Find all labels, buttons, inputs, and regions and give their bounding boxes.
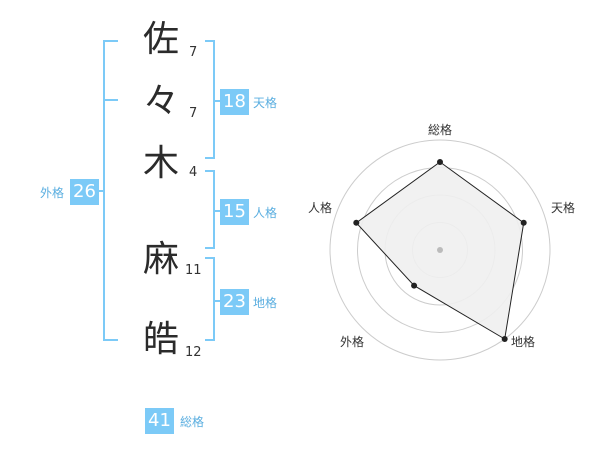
name-char-5: 皓 xyxy=(142,319,179,360)
name-char-2: 々 xyxy=(142,81,179,122)
radar-label-gaikaku: 外格 xyxy=(340,335,365,349)
gaikaku-label: 外格 xyxy=(40,186,65,200)
radar-center-dot xyxy=(437,247,443,253)
radar-point-0 xyxy=(437,159,443,165)
jinkaku-label: 人格 xyxy=(253,206,278,220)
gaikaku-badge: 26 xyxy=(70,179,99,205)
radar-ring-4 xyxy=(329,139,551,361)
tenkaku-label: 天格 xyxy=(253,96,278,110)
radar-label-tenkaku: 天格 xyxy=(551,201,576,215)
chikaku-label: 地格 xyxy=(253,296,278,310)
radar-point-2 xyxy=(501,336,508,342)
stroke-count-2: 7 xyxy=(189,106,198,121)
soukaku-badge: 41 xyxy=(145,408,174,434)
chikaku-badge: 23 xyxy=(220,289,249,315)
name-char-4: 麻 xyxy=(142,239,179,280)
tenkaku-badge: 18 xyxy=(220,89,249,115)
radar-point-1 xyxy=(520,219,527,226)
jinkaku-badge: 15 xyxy=(220,199,249,225)
radar-points xyxy=(353,159,527,342)
name-char-1: 佐 xyxy=(142,19,179,60)
stroke-count-4: 11 xyxy=(185,263,202,278)
soukaku-label: 総格 xyxy=(180,415,205,429)
radar-label-soukaku: 総格 xyxy=(428,123,453,137)
radar-label-jinkaku: 人格 xyxy=(308,201,333,215)
chikaku-bracket xyxy=(205,257,215,341)
radar-point-4 xyxy=(353,219,360,226)
stroke-count-5: 12 xyxy=(185,345,202,360)
name-char-3: 木 xyxy=(142,143,179,184)
stroke-count-1: 7 xyxy=(189,45,198,60)
tenkaku-bracket xyxy=(205,40,215,159)
stroke-count-3: 4 xyxy=(189,165,198,180)
radar-point-3 xyxy=(411,282,418,289)
radar-label-chikaku: 地格 xyxy=(511,335,536,349)
jinkaku-bracket xyxy=(205,170,215,249)
